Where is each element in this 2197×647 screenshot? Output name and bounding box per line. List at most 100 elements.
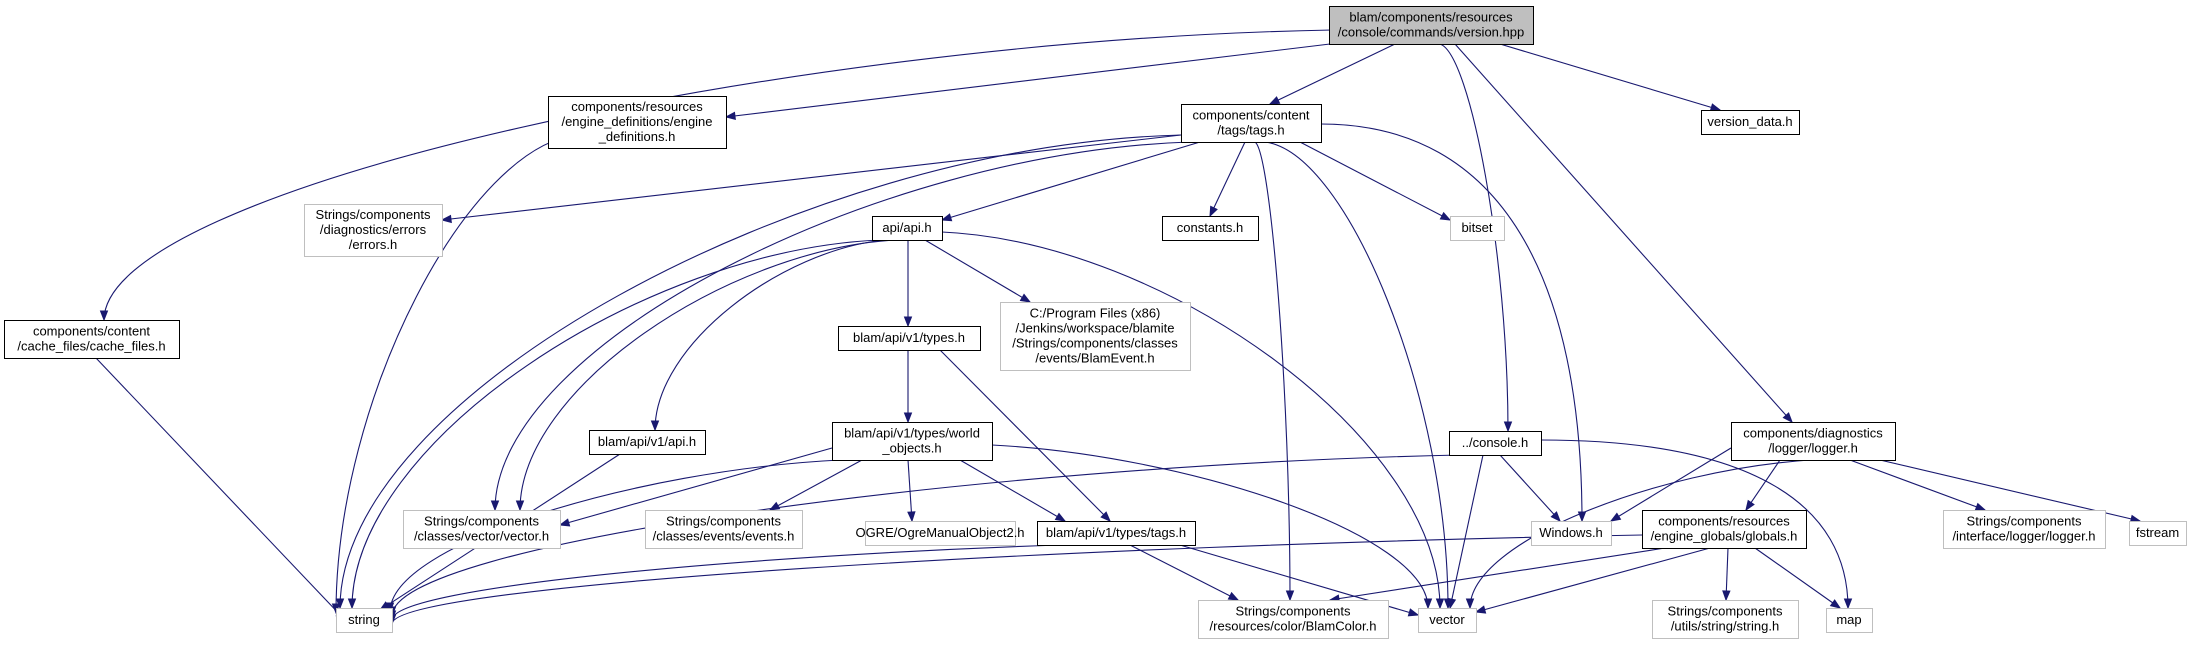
node-box [4,320,180,359]
node-label-line: Strings/components [316,207,431,222]
node-label-line: blam/api/v1/types/tags.h [1046,525,1186,540]
edge-line [959,459,1066,522]
node-label-line: /engine_definitions/engine [561,114,712,129]
node-label-line: /classes/vector/vector.h [414,529,549,544]
node-logger[interactable]: components/diagnostics/logger/logger.h [1731,422,1896,461]
edge-tags-to-bitset [1299,141,1452,221]
edge-world-objects-to-v1tags [959,459,1067,522]
node-world-objects[interactable]: blam/api/v1/types/world_objects.h [832,422,993,461]
node-label-line: /Strings/components/classes [1012,336,1178,351]
edge-version-to-logger [1454,43,1793,424]
edge-arrowhead [1829,599,1842,609]
node-label-line: /tags/tags.h [1217,123,1284,138]
edge-arrowhead [1465,598,1475,610]
node-vector-h[interactable]: Strings/components/classes/vector/vector… [403,510,561,549]
node-label-line: components/resources [1658,514,1790,529]
edge-version-to-engine-defs [724,43,1331,121]
node-string[interactable]: string [336,608,393,633]
node-v1api[interactable]: blam/api/v1/api.h [589,430,706,455]
node-bitset[interactable]: bitset [1450,216,1505,241]
node-engine-defs[interactable]: components/resources/engine_definitions/… [548,96,727,149]
node-types[interactable]: blam/api/v1/types.h [838,326,981,351]
node-label-line: constants.h [1177,220,1244,235]
edge-line [1499,43,1721,111]
edge-arrowhead [1100,511,1111,522]
node-label-line: /interface/logger/logger.h [1952,529,2095,544]
node-label-line: /diagnostics/errors [320,222,427,237]
edge-arrowhead [335,598,345,610]
edge-line [559,447,833,526]
node-label-line: components/resources [571,99,703,114]
edge-v1tags-to-string [387,544,1061,622]
node-box [336,608,393,633]
node-label-line: /engine_globals/globals.h [1651,529,1798,544]
node-box [1037,521,1196,546]
edge-version-to-cache-files [99,29,1333,322]
edge-line [654,239,886,431]
node-label-line: /errors.h [349,237,397,252]
edge-arrowhead [1503,421,1513,433]
edge-arrowhead [1709,103,1722,112]
node-label-line: Strings/components [1967,514,2082,529]
node-version-data[interactable]: version_data.h [1701,110,1800,135]
node-label-line: Strings/components [666,514,781,529]
node-label-line: fstream [2136,525,2179,540]
node-label-line: /logger/logger.h [1768,441,1858,456]
node-label-line: api/api.h [882,220,931,235]
edge-arrowhead [1423,598,1433,610]
node-strstring[interactable]: Strings/components/utils/string/string.h [1652,600,1799,639]
node-label-line: blam/api/v1/types/world [844,426,980,441]
node-fstream[interactable]: fstream [2129,521,2187,546]
node-label-line: map [1836,612,1861,627]
edge-line [103,29,1333,321]
node-cache-files[interactable]: components/content/cache_files/cache_fil… [4,320,180,359]
node-box [1943,510,2106,549]
edge-console-to-map [1540,439,1853,610]
node-tags[interactable]: components/content/tags/tags.h [1181,104,1322,143]
node-ogre[interactable]: OGRE/OgreManualObject2.h [855,521,1025,546]
node-v1tags[interactable]: blam/api/v1/types/tags.h [1037,521,1196,546]
edge-arrowhead [940,213,953,222]
node-blamcolor[interactable]: Strings/components/resources/color/BlamC… [1198,600,1389,639]
edge-arrowhead [1268,96,1281,105]
edge-globals-to-strstring [1722,547,1731,602]
node-windows[interactable]: Windows.h [1531,521,1612,546]
node-globals[interactable]: components/resources/engine_globals/glob… [1642,510,1807,549]
edge-line [391,534,1643,625]
edge-line [725,43,1331,118]
edge-arrowhead [1209,205,1218,218]
node-constants[interactable]: constants.h [1162,216,1259,241]
node-blamevent[interactable]: C:/Program Files (x86)/Jenkins/workspace… [1000,302,1191,371]
edge-line [1849,459,1986,511]
node-label-line: bitset [1461,220,1492,235]
node-api[interactable]: api/api.h [872,216,943,241]
edge-line [907,459,913,522]
edge-line [1320,123,1583,522]
node-label-line: /cache_files/cache_files.h [17,339,165,354]
node-vector[interactable]: vector [1418,608,1477,633]
edge-arrowhead [515,500,525,512]
edge-api-to-types [903,240,913,328]
node-label-line: _definitions.h [598,129,676,144]
node-errors[interactable]: Strings/components/diagnostics/errors/er… [304,204,443,257]
edge-line [391,544,1061,621]
edge-console-to-vector [1447,454,1484,610]
node-ilogger[interactable]: Strings/components/interface/logger/logg… [1943,510,2106,549]
node-map[interactable]: map [1826,608,1873,633]
node-label-line: components/content [33,324,150,339]
edge-logger-to-vector [1465,459,1811,610]
node-box [1181,104,1322,143]
node-box [1000,302,1191,371]
edge-api-to-vector [941,231,1445,610]
node-label-line: /console/commands/version.hpp [1338,25,1524,40]
edge-arrowhead [1609,512,1622,522]
edge-arrowhead [1439,211,1452,221]
node-box [1450,216,1505,241]
node-console[interactable]: ../console.h [1449,431,1542,456]
edge-line [1329,547,1666,601]
edge-cache-files-to-string [95,357,346,621]
node-events[interactable]: Strings/components/classes/events/events… [645,510,803,549]
node-version[interactable]: blam/components/resources/console/comman… [1329,6,1534,45]
edge-line [1129,544,1239,601]
edge-tags-to-windows [1320,123,1587,523]
